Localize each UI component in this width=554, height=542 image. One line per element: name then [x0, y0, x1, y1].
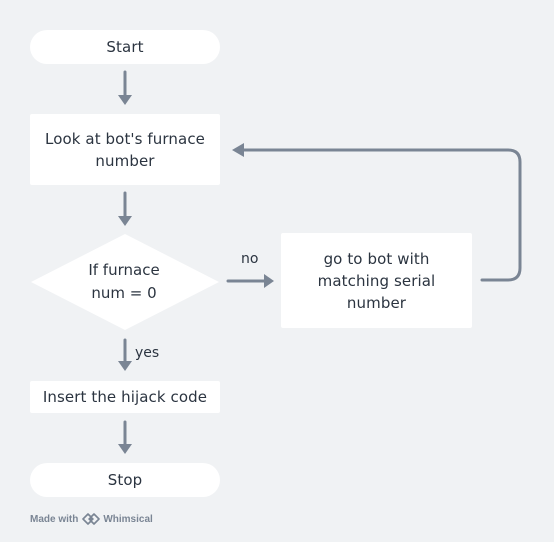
whimsical-brand-text: Whimsical [103, 513, 153, 525]
arrow-loop-back [232, 143, 522, 282]
look-furnace-label: Look at bot's furnace number [45, 129, 205, 170]
whimsical-logo-icon [82, 513, 101, 525]
edge-label-yes: yes [135, 345, 160, 361]
goto-bot-node[interactable]: go to bot with matching serial number [281, 233, 472, 328]
decision-diamond[interactable] [31, 234, 219, 330]
edge-label-no: no [241, 251, 259, 267]
start-label: Start [106, 38, 144, 56]
arrow-look-to-decision [118, 191, 132, 226]
made-with-text: Made with [30, 513, 79, 525]
arrow-insert-to-stop [118, 420, 132, 454]
start-node[interactable]: Start [30, 30, 220, 64]
goto-bot-label: go to bot with matching serial number [317, 249, 436, 312]
stop-node[interactable]: Stop [30, 463, 220, 497]
arrow-decision-to-goto [226, 274, 274, 288]
arrow-decision-to-insert [118, 338, 132, 371]
insert-code-node[interactable]: Insert the hijack code [30, 381, 220, 413]
insert-code-label: Insert the hijack code [42, 388, 208, 406]
stop-label: Stop [107, 471, 143, 489]
decision-label: If furnace num = 0 [88, 261, 160, 302]
arrow-start-to-look [118, 70, 132, 105]
look-furnace-node[interactable]: Look at bot's furnace number [30, 114, 220, 185]
made-with-watermark[interactable]: Made with Whimsical [30, 513, 153, 525]
